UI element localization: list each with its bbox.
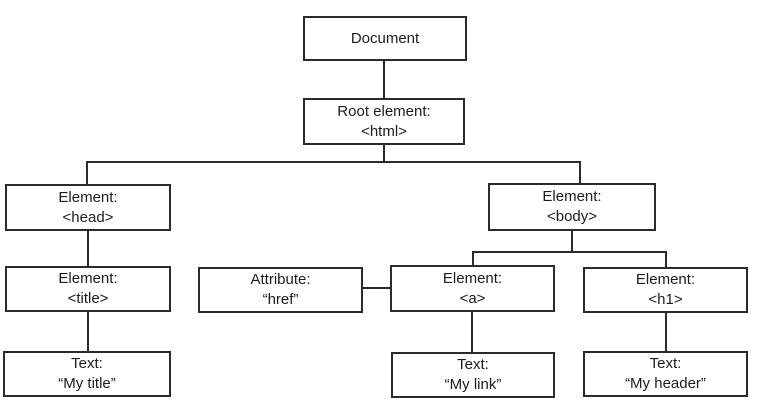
node-h1-value: <h1>	[648, 291, 683, 308]
connector-h1-text	[665, 313, 667, 351]
node-h1-label: Element:	[635, 271, 696, 288]
node-attribute-href: Attribute: “href”	[198, 267, 363, 313]
node-text-link-value: “My link”	[444, 376, 502, 393]
node-text-title-label: Text:	[71, 355, 103, 372]
connector-head-title	[87, 231, 89, 266]
node-a-value: <a>	[459, 289, 486, 307]
connector-branch-to-a	[472, 251, 474, 265]
connector-branch-a-h1	[472, 251, 667, 253]
node-attribute-value: “href”	[262, 291, 299, 308]
node-html-value: <html>	[361, 122, 407, 140]
connector-branch-head-body	[86, 161, 581, 163]
connector-attribute-a	[363, 287, 390, 289]
connector-title-text	[87, 312, 89, 351]
node-text-header-value: “My header”	[625, 375, 706, 392]
node-a-label: Element:	[442, 269, 503, 287]
node-text-header-label: Text:	[649, 355, 682, 372]
node-text-my-link: Text: “My link”	[391, 352, 555, 398]
node-document: Document	[303, 16, 467, 61]
node-element-a: Element: <a>	[390, 265, 555, 312]
node-text-title-value: “My title”	[58, 375, 116, 392]
node-title-label: Element:	[58, 270, 118, 287]
connector-branch-to-body	[579, 161, 581, 183]
node-html-label: Root element:	[337, 102, 431, 120]
node-head-label: Element:	[58, 188, 118, 206]
connector-branch-to-head	[86, 161, 88, 184]
connector-a-text	[471, 312, 473, 352]
node-element-title: Element: <title>	[5, 266, 171, 312]
node-body-label: Element:	[542, 188, 602, 205]
node-title-value: <title>	[67, 290, 109, 307]
connector-branch-to-h1	[665, 251, 667, 267]
connector-document-html	[383, 61, 385, 98]
connector-html-stub	[383, 145, 385, 162]
node-text-link-label: Text:	[457, 356, 489, 373]
node-element-body: Element: <body>	[488, 183, 656, 231]
connector-body-stub	[571, 231, 573, 252]
node-root-element-html: Root element: <html>	[303, 98, 465, 145]
node-body-value: <body>	[546, 208, 598, 225]
node-text-my-title: Text: “My title”	[3, 351, 171, 397]
node-element-h1: Element: <h1>	[583, 267, 748, 313]
node-head-value: <head>	[62, 208, 114, 226]
node-element-head: Element: <head>	[5, 184, 171, 231]
node-document-label: Document	[350, 29, 420, 47]
node-text-my-header: Text: “My header”	[583, 351, 748, 397]
node-attribute-label: Attribute:	[250, 271, 311, 288]
